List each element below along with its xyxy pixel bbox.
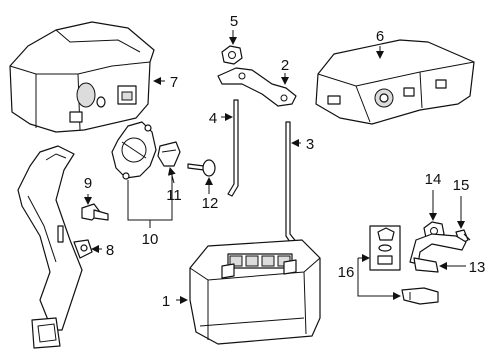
hold-down-bracket-part <box>217 67 297 107</box>
callout-12: 12 <box>202 195 219 212</box>
battery-tray-part <box>315 39 475 125</box>
callout-2: 2 <box>281 57 289 74</box>
nut-part <box>221 45 243 65</box>
callout-16: 16 <box>338 264 355 281</box>
air-duct-part <box>17 145 83 349</box>
hold-down-rod-a-part <box>227 99 239 197</box>
bracket-part <box>111 121 157 180</box>
callout-4: 4 <box>209 110 217 127</box>
bolt-part <box>81 203 109 221</box>
callout-6: 6 <box>376 28 384 45</box>
callout-5: 5 <box>230 13 238 30</box>
terminal-kit-box <box>369 225 401 271</box>
callout-8: 8 <box>106 242 114 259</box>
battery-cover-part <box>9 21 155 133</box>
hold-down-rod-b-part <box>285 121 299 249</box>
callout-3: 3 <box>306 136 314 153</box>
battery-part <box>189 239 321 345</box>
push-pin-part <box>187 159 216 177</box>
retainer-clip-part <box>157 141 181 167</box>
leader-lines <box>84 30 466 304</box>
callout-9: 9 <box>84 175 92 192</box>
battery-cable-part <box>409 233 467 273</box>
callout-1: 1 <box>162 293 170 310</box>
callout-11: 11 <box>166 187 182 204</box>
callout-7: 7 <box>170 74 178 91</box>
callout-10: 10 <box>142 231 159 248</box>
callout-14: 14 <box>425 171 442 188</box>
callout-13: 13 <box>469 259 486 276</box>
callout-15: 15 <box>453 177 470 194</box>
terminal-clamp-part <box>401 287 439 305</box>
